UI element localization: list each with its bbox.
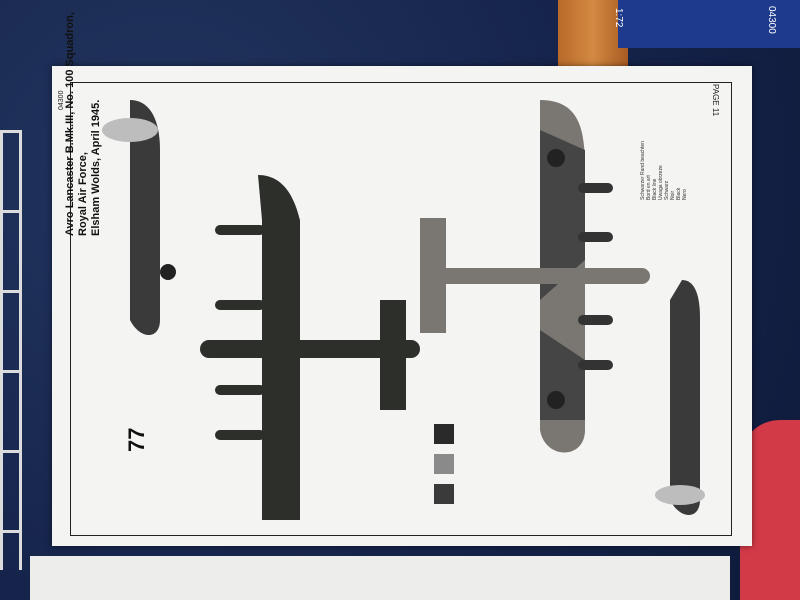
side-view-bottom	[655, 280, 705, 515]
color-swatch-3	[434, 484, 454, 504]
underside-view	[420, 100, 650, 453]
color-swatch-2	[434, 454, 454, 474]
next-page-edge	[30, 556, 730, 600]
color-swatch-1	[434, 424, 454, 444]
plastic-sprue	[0, 130, 22, 570]
page-frame	[70, 82, 732, 536]
kit-box	[618, 0, 800, 48]
box-code-label: 04300	[766, 6, 777, 34]
upper-surface-view	[200, 175, 420, 520]
wooden-table-edge	[558, 0, 628, 70]
side-view-top	[102, 100, 176, 335]
